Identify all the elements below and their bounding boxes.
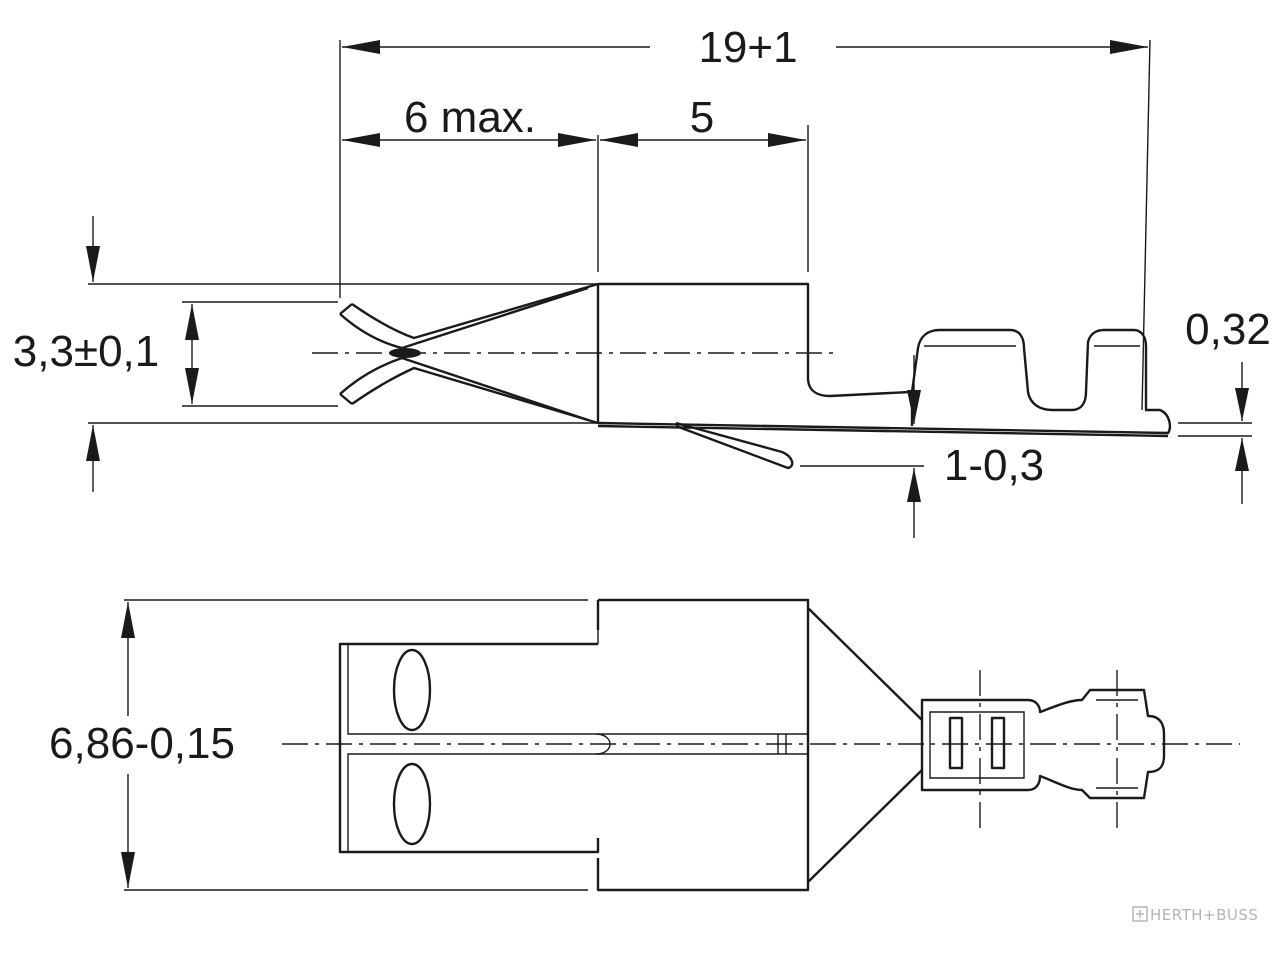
retention-lance: [675, 421, 794, 470]
arrow-height-bottom: [86, 425, 100, 461]
lower-spring-finger: [339, 356, 589, 422]
dim-overall-length: 19+1: [698, 23, 797, 72]
finger-tips: [339, 303, 353, 405]
top-view: 6,86-0,15: [49, 598, 1240, 892]
upper-dimple: [392, 648, 432, 732]
contact-body-outline: [598, 282, 911, 398]
lower-dimple: [392, 762, 432, 846]
arrow-offset-bottom: [907, 468, 921, 502]
crimp-inner-frame: [929, 711, 1025, 779]
dim-width: 6,86-0,15: [49, 719, 235, 768]
side-view: 19+1 6 max. 5 3,3±0,1 0,32: [13, 23, 1271, 538]
arrow-height-top: [86, 246, 100, 282]
base-strip: [597, 408, 1172, 435]
fork-slot-outline: [347, 644, 611, 852]
arrow-thickness-top: [1235, 388, 1249, 421]
insulation-crimp-edges: [1096, 699, 1138, 789]
arrow-width-top: [121, 602, 135, 638]
arrow-fork-bottom: [185, 368, 199, 404]
arrow-overall-left: [342, 40, 380, 54]
dim-tab-length: 6 max.: [404, 93, 536, 142]
top-fork-outline: [338, 642, 600, 854]
herth-buss-logo-icon: [1132, 906, 1148, 922]
upper-spring-finger-inner: [351, 282, 599, 340]
arrow-thickness-bottom: [1235, 438, 1249, 471]
arrow-fork-top: [185, 304, 199, 340]
base-strip-lower: [597, 424, 1169, 438]
arrow-overall-right: [1110, 40, 1148, 54]
brand-watermark: HERTH+BUSS: [1132, 906, 1258, 924]
arrow-tab-left: [342, 133, 380, 147]
arrow-body-right: [768, 133, 806, 147]
arrow-body-left: [600, 133, 638, 147]
crimp-slot-left: [948, 716, 964, 770]
crimp-wings: [910, 328, 1148, 412]
top-body-outline: [596, 598, 810, 892]
tapered-transition: [807, 607, 923, 883]
lower-spring-finger-inner: [351, 366, 599, 425]
upper-spring-finger: [339, 286, 589, 350]
dim-body-length: 5: [690, 93, 714, 142]
arrow-width-bottom: [121, 852, 135, 888]
crimp-slot-right: [990, 716, 1006, 770]
contact-point: [389, 348, 421, 358]
dim-thickness: 0,32: [1185, 305, 1271, 354]
crimp-zone-outline: [920, 688, 1166, 800]
arrow-tab-right: [558, 133, 596, 147]
dim-offset: 1-0,3: [944, 441, 1044, 490]
brand-name: HERTH+BUSS: [1150, 906, 1258, 924]
dim-height: 3,3±0,1: [13, 327, 159, 376]
arrow-offset-top: [907, 390, 921, 424]
ext-line-overall-end: [1141, 39, 1151, 411]
